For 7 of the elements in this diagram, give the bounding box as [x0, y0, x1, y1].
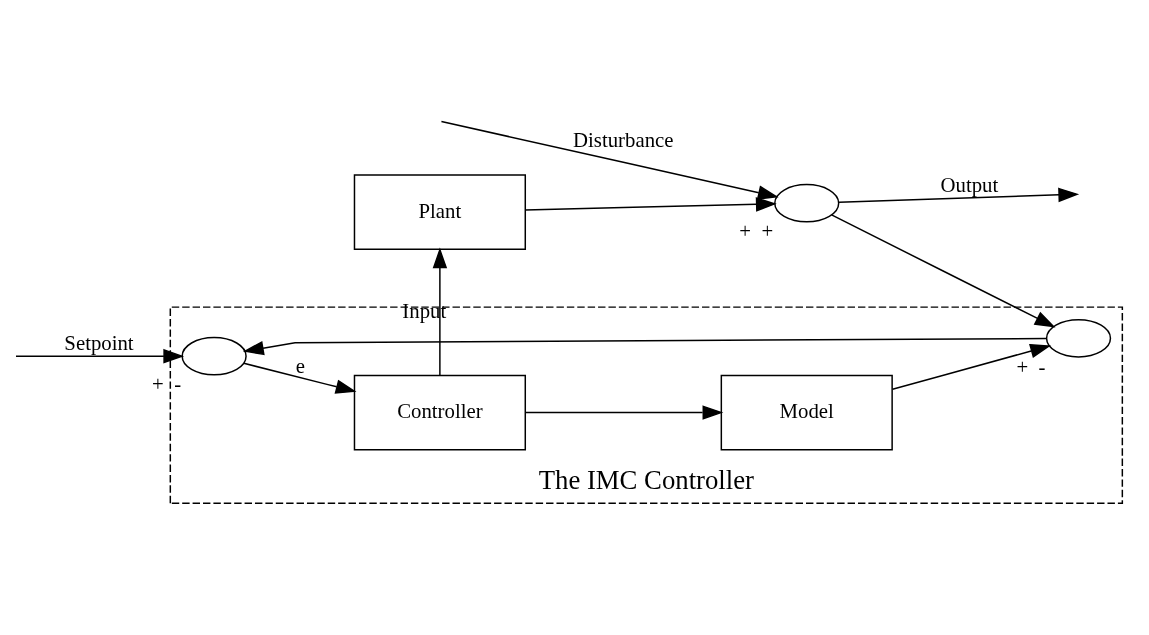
- node-label: + -: [1016, 354, 1046, 378]
- node-label: + +: [739, 218, 774, 242]
- edge-label: Disturbance: [573, 127, 674, 151]
- edge-label: Setpoint: [64, 331, 134, 354]
- edge-label: Output: [940, 172, 999, 196]
- node-label: + -: [152, 371, 182, 395]
- edge-label: e: [295, 353, 305, 377]
